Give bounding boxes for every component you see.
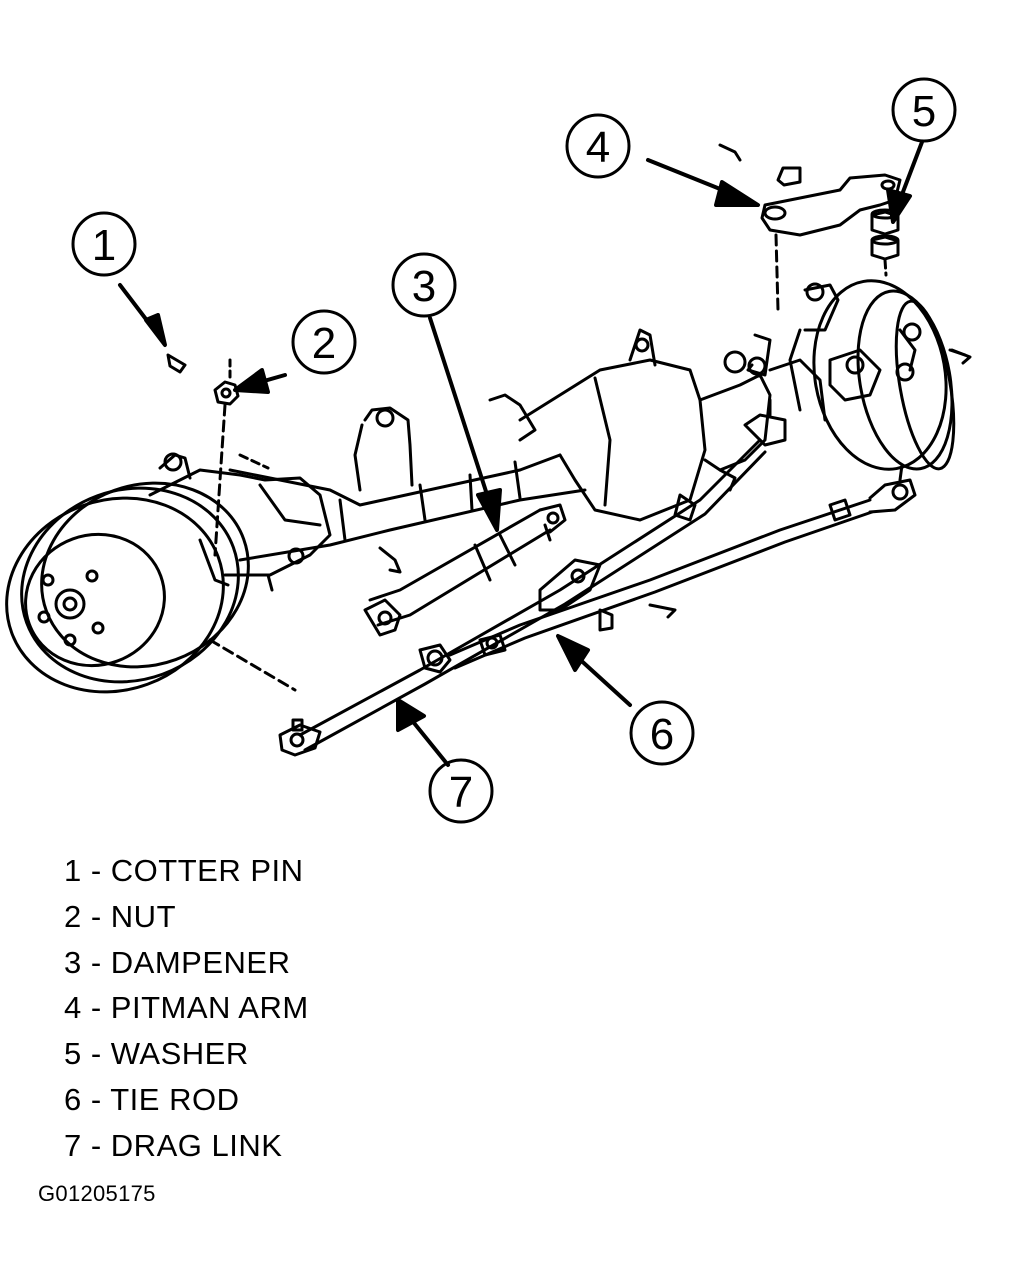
legend-item: 2 - NUT bbox=[64, 898, 176, 934]
callout-6: 6 bbox=[629, 700, 695, 766]
legend-item: 1 - COTTER PIN bbox=[64, 853, 304, 888]
nut-part bbox=[208, 358, 402, 692]
tie-rod-part bbox=[448, 463, 917, 670]
right-wheel-hub bbox=[788, 279, 967, 471]
callout-3: 3 bbox=[391, 252, 457, 318]
callout-1: 1 bbox=[71, 211, 137, 277]
dampener-part bbox=[363, 503, 567, 637]
svg-text:2: 2 bbox=[312, 319, 336, 368]
leader-arrows bbox=[118, 140, 924, 767]
drag-link-part bbox=[278, 398, 787, 757]
figure-id: G01205175 bbox=[38, 1181, 156, 1206]
svg-text:7: 7 bbox=[449, 768, 473, 817]
legend-item: 5 - WASHER bbox=[64, 1036, 249, 1072]
legend-item: 7 - DRAG LINK bbox=[64, 1127, 283, 1163]
left-wheel-hub bbox=[5, 481, 250, 694]
svg-text:6: 6 bbox=[650, 710, 674, 759]
callout-7: 7 bbox=[428, 758, 494, 824]
svg-text:4: 4 bbox=[586, 123, 610, 172]
parts-legend: 1 - COTTER PIN 2 - NUT 3 - DAMPENER 4 - … bbox=[64, 848, 309, 1169]
pitman-arm-part bbox=[718, 143, 902, 377]
svg-text:1: 1 bbox=[92, 221, 116, 270]
callout-5: 5 bbox=[891, 77, 957, 143]
legend-item: 6 - TIE ROD bbox=[64, 1081, 240, 1117]
callout-2: 2 bbox=[291, 309, 357, 375]
steering-linkage-diagram: 1 2 3 4 5 6 7 bbox=[5, 77, 972, 824]
cotter-pin-part bbox=[166, 348, 972, 619]
svg-text:5: 5 bbox=[912, 87, 936, 136]
legend-item: 3 - DAMPENER bbox=[64, 944, 291, 980]
callout-4: 4 bbox=[565, 113, 631, 179]
legend-item: 4 - PITMAN ARM bbox=[64, 990, 309, 1026]
svg-text:3: 3 bbox=[412, 262, 436, 311]
